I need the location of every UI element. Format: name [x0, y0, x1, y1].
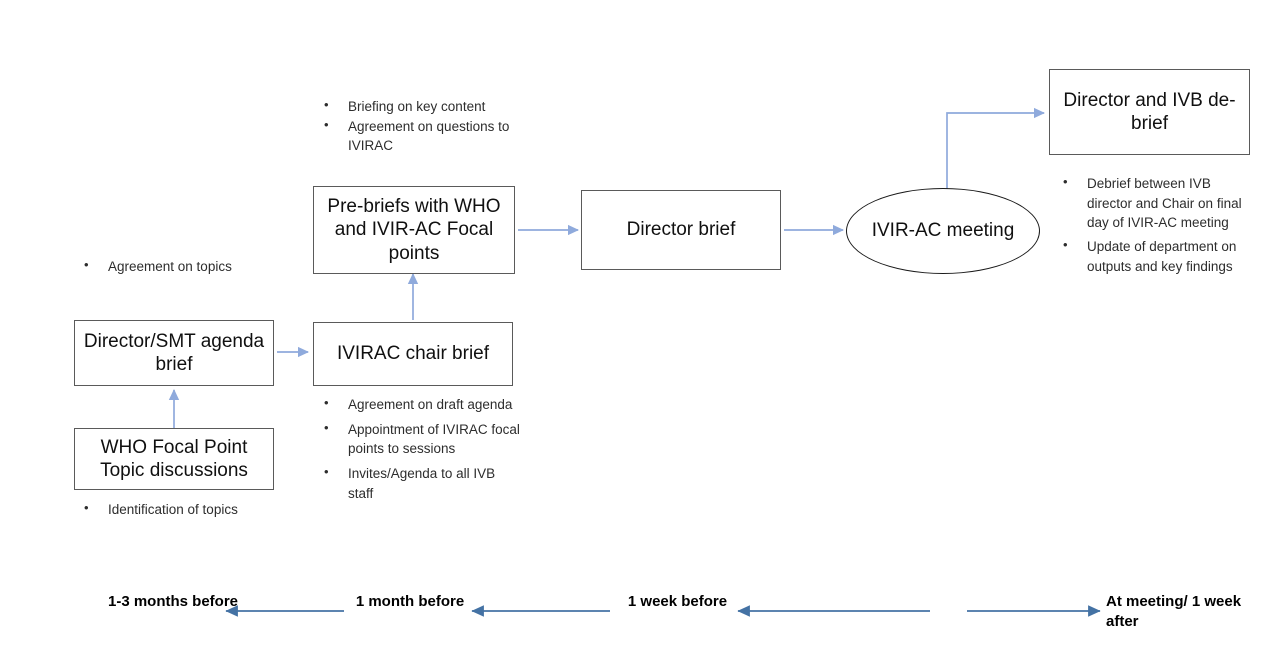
list-item: Briefing on key content	[318, 96, 523, 116]
bullets-debrief: Debrief between IVB director and Chair o…	[1057, 173, 1257, 278]
node-director-brief-label: Director brief	[626, 219, 736, 241]
node-ivirac-chair-brief-label: IVIRAC chair brief	[336, 343, 490, 365]
bullets-director-smt: Agreement on topics	[78, 256, 278, 277]
list-item: Agreement on topics	[78, 256, 278, 276]
timeline-label-4: At meeting/ 1 week after	[1106, 593, 1242, 630]
bullets-director-smt-list: Agreement on topics	[78, 256, 278, 276]
timeline-label-1: 1-3 months before	[107, 593, 239, 610]
bullets-pre-briefs-list: Briefing on key content Agreement on que…	[318, 96, 523, 155]
bullets-ivirac-chair-brief: Agreement on draft agenda Appointment of…	[318, 394, 523, 505]
node-director-ivb-debrief-label: Director and IVB de-brief	[1063, 89, 1236, 134]
bullets-who-focal-point-list: Identification of topics	[78, 499, 278, 519]
timeline-label-3: 1 week before	[627, 593, 728, 610]
bullets-debrief-list: Debrief between IVB director and Chair o…	[1057, 173, 1257, 277]
list-item: Agreement on draft agenda	[318, 394, 523, 415]
list-item: Debrief between IVB director and Chair o…	[1057, 173, 1257, 233]
node-director-smt-label: Director/SMT agenda brief	[83, 330, 265, 375]
node-director-ivb-debrief[interactable]: Director and IVB de-brief	[1049, 69, 1250, 155]
list-item: Invites/Agenda to all IVB staff	[318, 463, 523, 503]
node-director-brief[interactable]: Director brief	[581, 190, 781, 270]
node-who-focal-point-label: WHO Focal Point Topic discussions	[100, 436, 248, 481]
node-director-smt[interactable]: Director/SMT agenda brief	[74, 320, 274, 386]
node-pre-briefs[interactable]: Pre-briefs with WHO and IVIR-AC Focal po…	[313, 186, 515, 274]
bullets-pre-briefs: Briefing on key content Agreement on que…	[318, 96, 523, 156]
bullets-ivirac-chair-brief-list: Agreement on draft agenda Appointment of…	[318, 394, 523, 504]
bullets-who-focal-point: Identification of topics	[78, 499, 278, 520]
timeline-label-2: 1 month before	[355, 593, 465, 610]
list-item: Identification of topics	[78, 499, 278, 519]
list-item: Update of department on outputs and key …	[1057, 236, 1257, 276]
node-ivirac-meeting[interactable]: IVIR-AC meeting	[846, 188, 1040, 274]
node-ivirac-meeting-label: IVIR-AC meeting	[871, 220, 1015, 242]
list-item: Appointment of IVIRAC focal points to se…	[318, 419, 523, 459]
node-ivirac-chair-brief[interactable]: IVIRAC chair brief	[313, 322, 513, 386]
list-item: Agreement on questions to IVIRAC	[318, 116, 523, 155]
oval-shape	[846, 188, 1040, 274]
arrow-ivirac-meeting-to-debrief	[946, 107, 1046, 196]
node-pre-briefs-label: Pre-briefs with WHO and IVIR-AC Focal po…	[327, 196, 501, 264]
node-who-focal-point[interactable]: WHO Focal Point Topic discussions	[74, 428, 274, 490]
